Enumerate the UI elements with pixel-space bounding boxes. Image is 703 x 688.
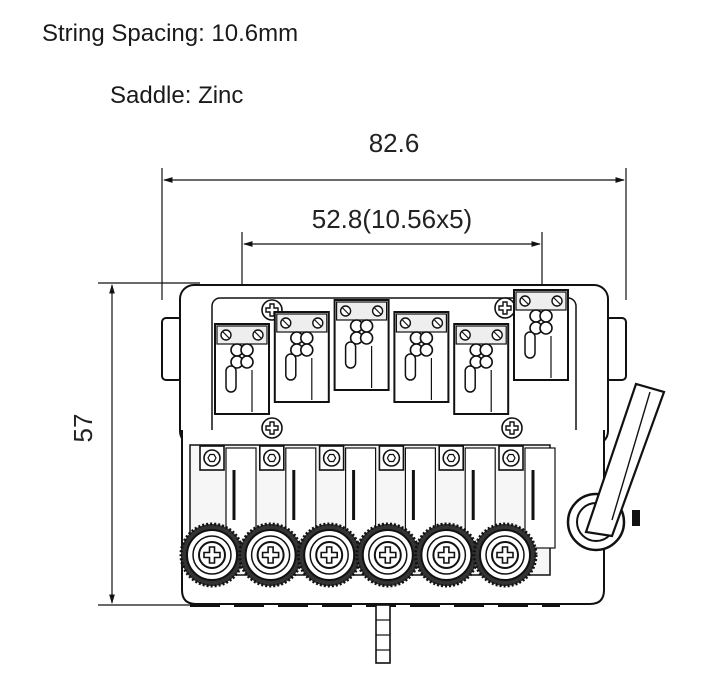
saddle-3 [333, 299, 390, 391]
knurled-fine-tuner-icon[interactable] [413, 522, 479, 588]
knurled-fine-tuner-icon[interactable] [179, 522, 245, 588]
hex-socket-icon [498, 445, 556, 549]
knurled-fine-tuner-icon[interactable] [472, 522, 538, 588]
height-value: 57 [68, 414, 98, 443]
saddle-5 [453, 323, 510, 415]
hex-socket-icon [378, 445, 436, 549]
saddle-group [179, 289, 569, 588]
saddle-4 [393, 311, 450, 403]
saddle-6 [513, 289, 569, 381]
saddle-2 [273, 311, 330, 403]
knurled-fine-tuner-icon[interactable] [296, 522, 362, 588]
overall-width-value: 82.6 [369, 128, 420, 158]
knurled-fine-tuner-icon[interactable] [355, 522, 421, 588]
knurled-fine-tuner-icon[interactable] [238, 522, 304, 588]
tremolo-arm-icon [566, 382, 666, 552]
height-dimension: 57 [68, 282, 200, 606]
string-span-value: 52.8(10.56x5) [312, 204, 472, 234]
hex-socket-icon [258, 445, 317, 549]
overall-width-dimension: 82.6 [161, 128, 627, 300]
string-spacing-label: String Spacing: 10.6mm [42, 20, 299, 47]
saddle-1 [214, 323, 270, 415]
saddle-material-label: Saddle: Zinc [110, 82, 244, 109]
